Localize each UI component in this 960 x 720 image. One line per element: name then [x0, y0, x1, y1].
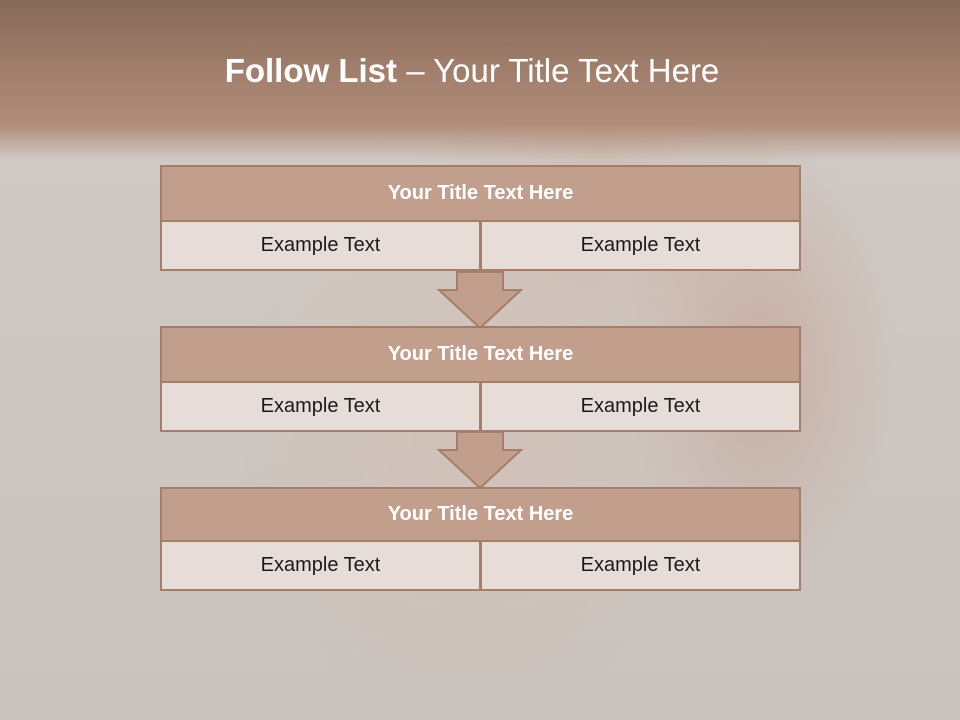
block-row: Example Text Example Text	[160, 542, 801, 591]
slide-title: Follow List – Your Title Text Here	[0, 52, 944, 90]
block-cell-right: Example Text	[481, 383, 801, 432]
block-row: Example Text Example Text	[160, 222, 801, 271]
slide-title-bold: Follow List	[224, 52, 398, 89]
block-row: Example Text Example Text	[160, 383, 801, 432]
block-cell-right: Example Text	[481, 222, 801, 271]
block-title: Your Title Text Here	[160, 487, 801, 542]
block-cell-left: Example Text	[160, 222, 481, 271]
header-band	[0, 0, 960, 160]
block-title: Your Title Text Here	[160, 326, 801, 383]
block-title: Your Title Text Here	[160, 165, 801, 222]
block-cell-left: Example Text	[160, 383, 481, 432]
block-cell-right: Example Text	[481, 542, 801, 591]
down-arrow-2	[437, 431, 523, 490]
block-cell-left: Example Text	[160, 542, 481, 591]
slide-title-rest: – Your Title Text Here	[397, 52, 720, 89]
down-arrow-1	[437, 271, 523, 330]
